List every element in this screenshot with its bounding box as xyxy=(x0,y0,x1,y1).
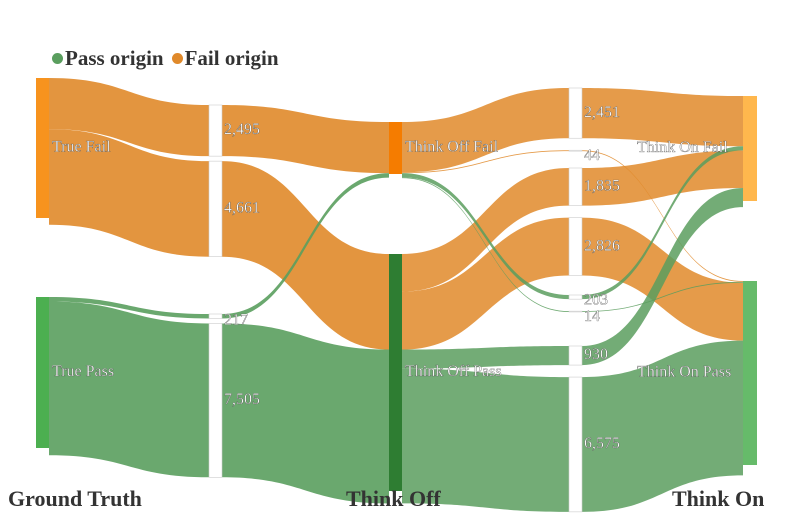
link-stage2-2-a[interactable] xyxy=(402,168,569,292)
legend: Pass origin Fail origin xyxy=(52,46,279,71)
link-stage2-3-a[interactable] xyxy=(402,217,569,350)
pass-origin-dot-icon xyxy=(52,53,63,64)
link-stage2-1-b[interactable] xyxy=(582,150,743,282)
link-stage2-7-b[interactable] xyxy=(582,340,743,512)
link-stage1-true_fail-to-think_off_fail-a[interactable] xyxy=(49,78,209,157)
link-stage2-6-b[interactable] xyxy=(582,188,743,366)
value-label-stage2-4: 203 xyxy=(584,292,608,309)
intermediate-node-true_fail-to-think_off_pass[interactable] xyxy=(208,160,223,257)
link-stage1-true_fail-to-think_off_pass-b[interactable] xyxy=(222,161,389,350)
link-stage1-true_pass-to-think_off_pass-b[interactable] xyxy=(222,323,389,504)
node-think-off-pass[interactable] xyxy=(389,254,402,491)
intermediate-node-stage2-4[interactable] xyxy=(568,294,583,300)
node-true-pass[interactable] xyxy=(36,297,49,448)
column-title-think-on: Think On xyxy=(672,486,765,511)
link-stage1-true_fail-to-think_off_fail-b[interactable] xyxy=(222,105,389,174)
column-title-think-off: Think Off xyxy=(346,486,441,511)
links-layer xyxy=(49,78,743,512)
intermediate-node-stage2-6[interactable] xyxy=(568,345,583,366)
node-label-think-off-fail: Think Off Fail xyxy=(405,139,499,156)
column-title-ground-truth: Ground Truth xyxy=(8,486,142,511)
link-stage1-true_pass-to-think_off_fail-a[interactable] xyxy=(49,297,209,319)
node-think-on-pass[interactable] xyxy=(743,281,757,465)
value-label-stage2-3: 2,826 xyxy=(584,237,620,254)
intermediate-node-true_pass-to-think_off_pass[interactable] xyxy=(208,323,223,478)
node-label-think-off-pass: Think Off Pass xyxy=(405,363,502,380)
link-stage2-0-a[interactable] xyxy=(402,88,569,173)
link-stage2-5-a[interactable] xyxy=(402,177,569,312)
value-label-stage2-5: 14 xyxy=(584,308,600,325)
link-stage2-6-a[interactable] xyxy=(402,346,569,369)
labels-layer: 2,495 4,661 217 7,505 2,451 44 1,835 2,826 20314… xyxy=(52,104,732,453)
link-stage1-true_pass-to-think_off_fail-b[interactable] xyxy=(222,173,389,319)
link-stage2-5-b[interactable] xyxy=(582,281,743,312)
link-stage1-true_fail-to-think_off_pass-a[interactable] xyxy=(49,129,209,257)
link-stage2-4-a[interactable] xyxy=(402,173,569,300)
link-stage2-4-b[interactable] xyxy=(582,146,743,300)
intermediate-node-true_pass-to-think_off_fail[interactable] xyxy=(208,313,223,319)
intermediate-node-stage2-1[interactable] xyxy=(568,149,583,152)
value-label-stage2-2: 1,835 xyxy=(584,177,620,194)
node-label-true-pass: True Pass xyxy=(52,363,114,380)
value-label-stage1-2: 217 xyxy=(224,312,248,329)
intermediate-node-stage2-2[interactable] xyxy=(568,167,583,206)
node-true-fail[interactable] xyxy=(36,78,49,218)
value-label-stage1-1: 4,661 xyxy=(224,200,260,217)
link-stage2-0-b[interactable] xyxy=(582,88,743,147)
fail-origin-dot-icon xyxy=(171,53,183,64)
node-label-true-fail: True Fail xyxy=(52,139,111,156)
value-label-stage1-0: 2,495 xyxy=(224,121,260,138)
value-label-stage2-0: 2,451 xyxy=(584,104,620,121)
intermediate-node-stage2-3[interactable] xyxy=(568,217,583,276)
intermediate-node-stage2-7[interactable] xyxy=(568,376,583,513)
value-label-stage2-1: 44 xyxy=(584,147,600,164)
value-label-stage2-7: 6,575 xyxy=(584,435,620,452)
link-stage2-7-a[interactable] xyxy=(402,368,569,512)
value-label-stage2-6: 930 xyxy=(584,346,608,363)
legend-label-fail: Fail origin xyxy=(184,46,279,70)
node-think-off-fail[interactable] xyxy=(389,122,402,174)
node-label-think-on-fail: Think On Fail xyxy=(637,139,728,156)
nodes-layer xyxy=(36,78,757,513)
link-stage2-1-a[interactable] xyxy=(402,150,569,174)
legend-item-fail[interactable]: Fail origin xyxy=(171,46,279,71)
link-stage1-true_pass-to-think_off_pass-a[interactable] xyxy=(49,301,209,478)
value-label-stage1-3: 7,505 xyxy=(224,391,260,408)
intermediate-node-true_fail-to-think_off_fail[interactable] xyxy=(208,104,223,157)
intermediate-node-stage2-0[interactable] xyxy=(568,87,583,139)
node-label-think-on-pass: Think On Pass xyxy=(637,364,731,381)
legend-item-pass[interactable]: Pass origin xyxy=(52,46,164,71)
legend-label-pass: Pass origin xyxy=(65,46,164,70)
intermediate-node-stage2-5[interactable] xyxy=(568,310,583,313)
node-think-on-fail[interactable] xyxy=(743,96,757,201)
